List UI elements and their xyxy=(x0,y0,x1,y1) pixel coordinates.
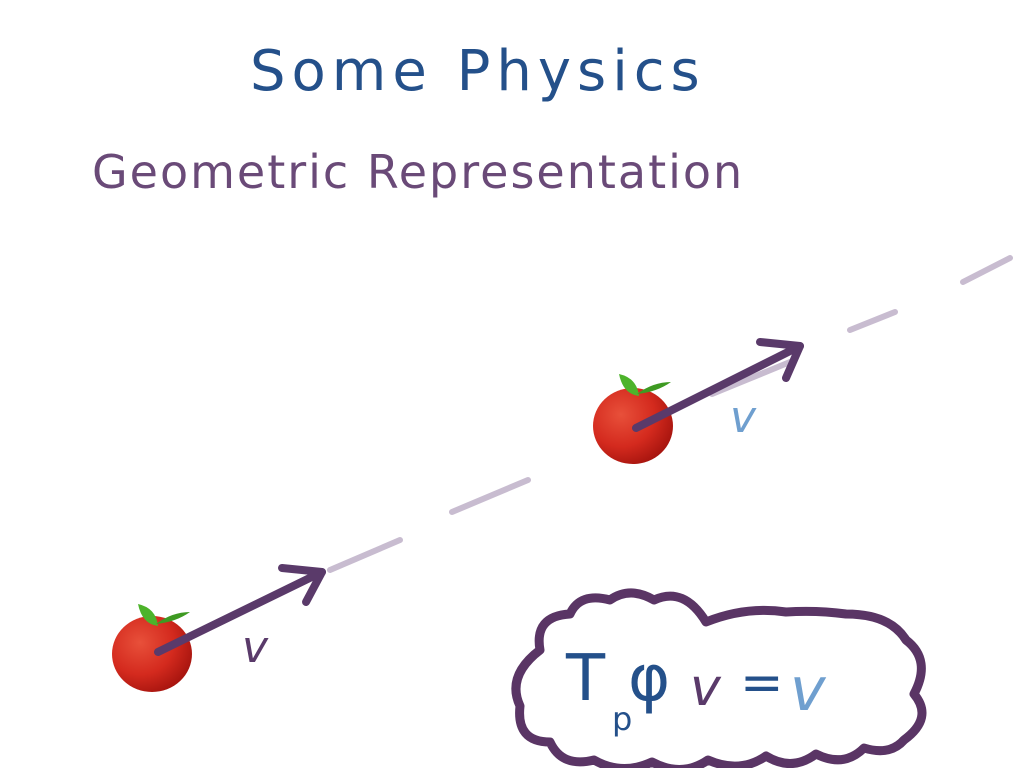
formula-result-v: v xyxy=(790,655,827,725)
formula-operator-T: T xyxy=(565,642,606,716)
apple-1 xyxy=(112,604,192,692)
formula-equals: = xyxy=(740,653,784,713)
vector-label-v: v xyxy=(242,622,269,673)
apple-icon xyxy=(112,616,192,692)
vector-label-v-transformed: v xyxy=(730,392,757,443)
trajectory-dash xyxy=(847,309,898,333)
leaf-icon xyxy=(619,374,639,396)
trajectory-dashes xyxy=(327,255,1013,573)
leaf-icon xyxy=(156,612,190,624)
trajectory-dash xyxy=(449,477,531,515)
formula: T p φ v = v xyxy=(565,642,827,738)
formula-argument-v: v xyxy=(690,658,722,718)
formula-map-phi: φ xyxy=(628,642,670,716)
leaf-icon xyxy=(138,604,158,626)
velocity-arrow-1 xyxy=(154,564,326,656)
formula-cloud xyxy=(511,588,927,768)
trajectory-dash xyxy=(709,359,793,397)
leaf-icon xyxy=(637,382,671,394)
page-title: Some Physics xyxy=(250,39,706,104)
page-subtitle: Geometric Representation xyxy=(92,145,744,199)
velocity-arrow-2 xyxy=(632,338,804,432)
formula-subscript-p: p xyxy=(612,700,632,738)
trajectory-dash xyxy=(327,537,403,573)
trajectory-dash xyxy=(960,255,1013,285)
